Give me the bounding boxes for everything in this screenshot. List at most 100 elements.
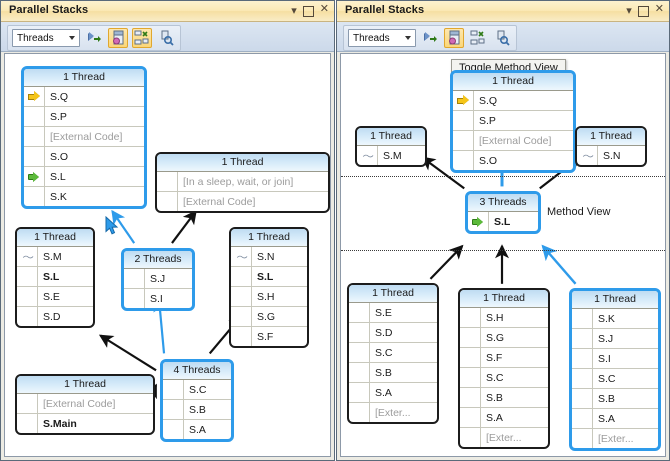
stack-frame-row[interactable]: S.D xyxy=(349,323,437,343)
stack-frame-row[interactable]: S.I xyxy=(572,349,658,369)
stack-frame-row[interactable]: S.C xyxy=(572,369,658,389)
stack-frame-row[interactable]: S.B xyxy=(163,400,231,420)
stack-frame-row[interactable]: S.J xyxy=(124,269,192,289)
maximize-icon[interactable] xyxy=(637,6,649,17)
stack-frame-row[interactable]: S.G xyxy=(231,307,307,327)
stack-frame-row[interactable]: S.E xyxy=(349,303,437,323)
stack-frame-gutter xyxy=(17,414,38,433)
stack-frame-label: [External Code] xyxy=(50,130,123,143)
stack-frame-label: S.Q xyxy=(50,90,69,103)
stack-frame-row[interactable]: [External Code] xyxy=(157,192,328,211)
stack-frame-row[interactable]: S.A xyxy=(349,383,437,403)
stack-frame-row[interactable]: 〜S.N xyxy=(231,247,307,267)
stack-frame-gutter xyxy=(17,394,38,413)
stack-frame-row[interactable]: S.O xyxy=(453,151,573,170)
zoom-icon[interactable] xyxy=(492,28,512,48)
stack-frame-row[interactable]: S.A xyxy=(572,409,658,429)
auto-scroll-to-current-stack-frame-icon[interactable] xyxy=(132,28,152,48)
stack-frame-row[interactable]: S.L xyxy=(17,267,93,287)
stack-frame-row[interactable]: S.A xyxy=(163,420,231,439)
box-thread-sm[interactable]: 1 Thread〜S.M xyxy=(355,126,427,167)
stack-box-header: 1 Thread xyxy=(24,69,144,87)
toggle-method-view-icon[interactable] xyxy=(108,28,128,48)
window-menu-icon[interactable]: ▾ xyxy=(626,5,632,17)
maximize-icon[interactable] xyxy=(302,6,314,17)
stack-frame-row[interactable]: S.E xyxy=(17,287,93,307)
box-thread-sleep[interactable]: 1 Thread[In a sleep, wait, or join][Exte… xyxy=(155,152,330,213)
view-mode-combobox[interactable]: Threads xyxy=(12,29,80,47)
zoom-icon[interactable] xyxy=(156,28,176,48)
stack-frame-row[interactable]: S.L xyxy=(468,212,538,231)
stack-frame-row[interactable]: 〜S.M xyxy=(357,146,425,165)
stack-frame-row[interactable]: S.O xyxy=(24,147,144,167)
stack-frame-row[interactable]: S.P xyxy=(24,107,144,127)
window-title: Parallel Stacks xyxy=(345,4,425,16)
show-only-flagged-icon[interactable] xyxy=(84,28,104,48)
window-menu-icon[interactable]: ▾ xyxy=(291,5,297,17)
stack-frame-row[interactable]: 〜S.N xyxy=(577,146,645,165)
stack-frame-row[interactable]: [External Code] xyxy=(17,394,153,414)
stack-frame-gutter: 〜 xyxy=(357,146,378,165)
stack-frame-gutter xyxy=(349,303,370,322)
stack-box-header: 1 Thread xyxy=(577,128,645,146)
stack-frame-row[interactable]: S.C xyxy=(349,343,437,363)
stack-frame-row[interactable]: S.H xyxy=(460,308,548,328)
stack-frame-gutter xyxy=(572,329,593,348)
stack-frame-row[interactable]: S.Q xyxy=(24,87,144,107)
stack-frame-row[interactable]: S.F xyxy=(460,348,548,368)
stack-frame-row[interactable]: S.B xyxy=(349,363,437,383)
stack-frame-label: S.K xyxy=(50,190,67,203)
stack-frame-row[interactable]: S.A xyxy=(460,408,548,428)
stack-frame-row[interactable]: S.B xyxy=(572,389,658,409)
stack-frame-row[interactable]: S.L xyxy=(231,267,307,287)
stack-frame-row[interactable]: S.C xyxy=(163,380,231,400)
stack-frame-row[interactable]: S.D xyxy=(17,307,93,326)
stack-frame-row[interactable]: S.Q xyxy=(453,91,573,111)
stack-frame-label: S.G xyxy=(486,331,505,344)
box-thread-main[interactable]: 1 Thread[External Code]S.Main xyxy=(15,374,155,435)
box-thread-sn[interactable]: 1 Thread〜S.N xyxy=(575,126,647,167)
stack-frame-row[interactable]: S.K xyxy=(24,187,144,206)
combobox-value: Threads xyxy=(353,32,390,44)
chevron-down-icon xyxy=(405,36,411,40)
stack-frame-row[interactable]: [External Code] xyxy=(453,131,573,151)
stack-frame-label: [External Code] xyxy=(183,195,256,208)
stack-frame-row[interactable]: [In a sleep, wait, or join] xyxy=(157,172,328,192)
stack-frame-label: S.B xyxy=(375,366,392,379)
stack-frame-gutter xyxy=(468,212,489,231)
toggle-method-view-icon[interactable] xyxy=(444,28,464,48)
close-icon[interactable]: ✕ xyxy=(319,3,329,15)
stack-frame-row[interactable]: [Exter... xyxy=(460,428,548,447)
close-icon[interactable]: ✕ xyxy=(654,3,664,15)
stack-frame-row[interactable]: S.L xyxy=(24,167,144,187)
stack-frame-row[interactable]: S.C xyxy=(460,368,548,388)
stack-frame-row[interactable]: S.H xyxy=(231,287,307,307)
stack-frame-row[interactable]: [Exter... xyxy=(572,429,658,448)
stack-frame-row[interactable]: S.I xyxy=(124,289,192,308)
auto-scroll-to-current-stack-frame-icon[interactable] xyxy=(468,28,488,48)
stack-frame-row[interactable]: S.J xyxy=(572,329,658,349)
stack-frame-row[interactable]: S.Main xyxy=(17,414,153,433)
stack-frame-row[interactable]: S.G xyxy=(460,328,548,348)
stack-frame-row[interactable]: S.B xyxy=(460,388,548,408)
stack-frame-row[interactable]: S.P xyxy=(453,111,573,131)
show-only-flagged-icon[interactable] xyxy=(420,28,440,48)
view-mode-combobox[interactable]: Threads xyxy=(348,29,416,47)
stack-frame-row[interactable]: [External Code] xyxy=(24,127,144,147)
stack-frame-row[interactable]: [Exter... xyxy=(349,403,437,422)
stack-frame-row[interactable]: 〜S.M xyxy=(17,247,93,267)
stack-frame-row[interactable]: S.K xyxy=(572,309,658,329)
stack-frame-row[interactable]: S.F xyxy=(231,327,307,346)
